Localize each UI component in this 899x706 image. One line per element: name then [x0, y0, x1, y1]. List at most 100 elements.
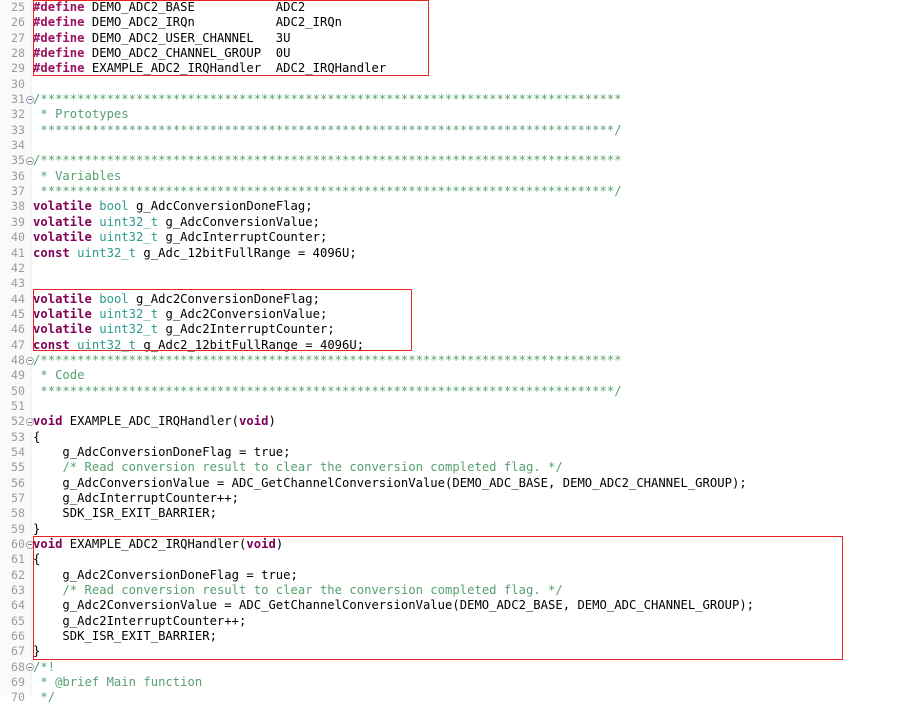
code-token-typ: uint32_t	[77, 245, 137, 260]
code-token-pln: }	[33, 521, 41, 536]
code-token-pln: g_Adc2ConversionValue;	[158, 306, 328, 321]
line-number: 52	[10, 414, 25, 429]
line-number: 27	[10, 30, 25, 45]
code-line[interactable]: 52 void EXAMPLE_ADC_IRQHandler(void)	[0, 414, 899, 429]
code-line[interactable]: 29#define EXAMPLE_ADC2_IRQHandler ADC2_I…	[0, 61, 899, 76]
code-line-text: volatile bool g_AdcConversionDoneFlag;	[33, 199, 313, 214]
code-token-cmt: /*!	[33, 659, 56, 674]
line-number: 48	[10, 352, 25, 367]
code-line[interactable]: 26#define DEMO_ADC2_IRQn ADC2_IRQn	[0, 15, 899, 30]
code-line[interactable]: 64 g_Adc2ConversionValue = ADC_GetChanne…	[0, 598, 899, 613]
line-number: 42	[10, 260, 25, 275]
code-token-pln: )	[268, 414, 276, 429]
line-number: 45	[10, 306, 25, 321]
code-line[interactable]: 54 g_AdcConversionDoneFlag = true;	[0, 445, 899, 460]
fold-collapse-icon[interactable]	[26, 157, 34, 166]
code-line-text: SDK_ISR_EXIT_BARRIER;	[33, 506, 217, 521]
code-line[interactable]: 30	[0, 77, 899, 92]
line-number: 64	[10, 598, 25, 613]
fold-collapse-icon[interactable]	[26, 663, 34, 672]
code-line[interactable]: 57 g_AdcInterruptCounter++;	[0, 491, 899, 506]
code-line[interactable]: 34	[0, 138, 899, 153]
code-line-text: * Prototypes	[33, 107, 129, 122]
code-line-text: ****************************************…	[33, 123, 622, 138]
code-token-typ: uint32_t	[99, 230, 159, 245]
code-token-cmt: ****************************************…	[33, 122, 622, 137]
code-line[interactable]: 49 * Code	[0, 368, 899, 383]
code-line[interactable]: 43	[0, 276, 899, 291]
code-line-text: * @brief Main function	[33, 675, 202, 690]
line-number: 41	[10, 245, 25, 260]
code-token-pln	[33, 583, 62, 597]
code-token-kw: volatile	[33, 322, 92, 337]
code-line[interactable]: 32 * Prototypes	[0, 107, 899, 122]
code-line[interactable]: 70 */	[0, 690, 899, 705]
line-number: 32	[10, 107, 25, 122]
code-line[interactable]: 37 *************************************…	[0, 184, 899, 199]
code-line-text: /*!	[33, 660, 55, 675]
line-number: 65	[10, 613, 25, 628]
code-line[interactable]: 51	[0, 399, 899, 414]
code-token-kw: volatile	[33, 199, 92, 214]
code-line[interactable]: 25#define DEMO_ADC2_BASE ADC2	[0, 0, 899, 15]
code-token-kw: const	[33, 245, 70, 260]
code-line[interactable]: 56 g_AdcConversionValue = ADC_GetChannel…	[0, 476, 899, 491]
code-token-cmt: /* Read conversion result to clear the c…	[62, 583, 563, 598]
fold-collapse-icon[interactable]	[26, 95, 34, 104]
code-line-text: ****************************************…	[33, 184, 622, 199]
code-line[interactable]: 66 SDK_ISR_EXIT_BARRIER;	[0, 629, 899, 644]
code-line[interactable]: 69 * @brief Main function	[0, 675, 899, 690]
fold-collapse-icon[interactable]	[26, 356, 34, 365]
code-line[interactable]: 65 g_Adc2InterruptCounter++;	[0, 614, 899, 629]
code-line[interactable]: 48/*************************************…	[0, 353, 899, 368]
code-line-text: const uint32_t g_Adc2_12bitFullRange = 4…	[33, 338, 364, 353]
code-token-pp: #define	[33, 61, 85, 76]
code-line-text: SDK_ISR_EXIT_BARRIER;	[33, 629, 217, 644]
code-line[interactable]: 28#define DEMO_ADC2_CHANNEL_GROUP 0U	[0, 46, 899, 61]
code-token-kw: volatile	[33, 306, 92, 321]
line-number: 49	[10, 368, 25, 383]
line-number: 56	[10, 475, 25, 490]
code-token-typ: bool	[99, 199, 129, 214]
code-line-text: g_AdcConversionDoneFlag = true;	[33, 445, 291, 460]
code-line-text: volatile uint32_t g_AdcConversionValue;	[33, 215, 320, 230]
code-line[interactable]: 68/*!	[0, 660, 899, 675]
code-token-pp: #define	[33, 0, 85, 14]
code-token-pln: g_AdcConversionDoneFlag = true;	[33, 444, 291, 459]
code-line[interactable]: 59}	[0, 522, 899, 537]
code-line[interactable]: 33 *************************************…	[0, 123, 899, 138]
code-line[interactable]: 61{	[0, 552, 899, 567]
code-token-kw: void	[239, 414, 269, 429]
line-number: 40	[10, 230, 25, 245]
code-line[interactable]: 58 SDK_ISR_EXIT_BARRIER;	[0, 506, 899, 521]
line-number: 53	[10, 429, 25, 444]
code-token-pln: g_Adc2_12bitFullRange = 4096U;	[136, 337, 365, 352]
code-line[interactable]: 42	[0, 261, 899, 276]
code-line[interactable]: 35/*************************************…	[0, 153, 899, 168]
code-token-cmt: /***************************************…	[33, 92, 622, 107]
code-line[interactable]: 50 *************************************…	[0, 384, 899, 399]
code-line-text: void EXAMPLE_ADC_IRQHandler(void)	[33, 414, 276, 429]
code-line[interactable]: 36 * Variables	[0, 169, 899, 184]
code-line[interactable]: 63 /* Read conversion result to clear th…	[0, 583, 899, 598]
code-line[interactable]: 27#define DEMO_ADC2_USER_CHANNEL 3U	[0, 31, 899, 46]
code-line-text: g_Adc2ConversionValue = ADC_GetChannelCo…	[33, 598, 754, 613]
code-line[interactable]: 55 /* Read conversion result to clear th…	[0, 460, 899, 475]
code-line[interactable]: 31/*************************************…	[0, 92, 899, 107]
fold-collapse-icon[interactable]	[26, 417, 34, 426]
code-line[interactable]: 53{	[0, 430, 899, 445]
line-number: 54	[10, 444, 25, 459]
code-line[interactable]: 62 g_Adc2ConversionDoneFlag = true;	[0, 568, 899, 583]
code-line[interactable]: 67}	[0, 644, 899, 659]
